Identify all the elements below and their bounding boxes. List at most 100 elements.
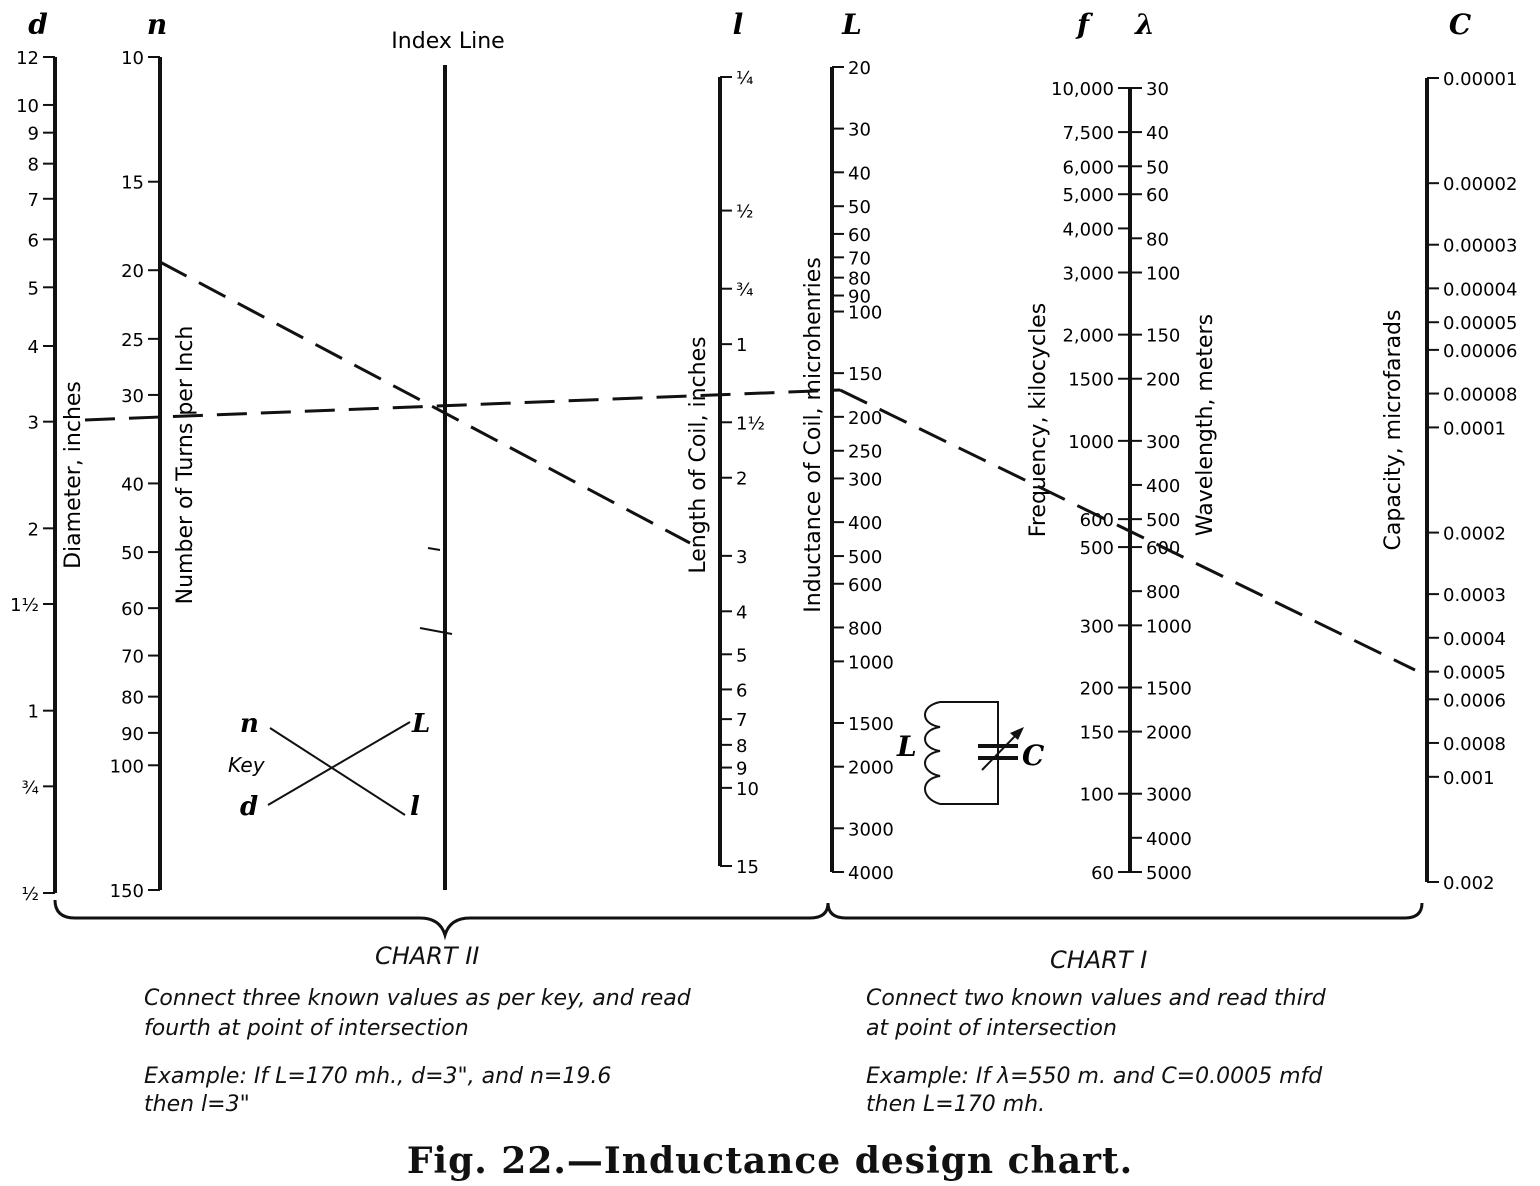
chart2-example-1: Example: If L=170 mh., d=3", and n=19.6 xyxy=(144,1064,612,1089)
key-L-label: L xyxy=(411,709,430,739)
axis-f-tick-label: 4,000 xyxy=(1062,219,1114,240)
axis-n-tick-label: 100 xyxy=(110,756,144,777)
axis-f-tick-label: 60 xyxy=(1091,863,1114,884)
axis-C-tick-label: 0.00006 xyxy=(1443,341,1517,362)
brace-chart1 xyxy=(826,902,1424,920)
axis-lambda-tick-label: 200 xyxy=(1146,370,1180,391)
axis-d-tick-label: ½ xyxy=(22,884,39,905)
axis-L-tick-label: 30 xyxy=(848,120,871,141)
axis-d-tick-label: ¾ xyxy=(22,777,39,798)
axis-L-tick-label: 1000 xyxy=(848,652,894,673)
axis-f-tick-label: 1000 xyxy=(1068,432,1114,453)
key-n-label: n xyxy=(240,709,259,739)
axis-L-tick-label: 4000 xyxy=(848,863,894,884)
lc-circuit-diagram: L C xyxy=(896,701,1045,805)
chart1-instruction-2: at point of intersection xyxy=(866,1016,1117,1041)
axis-L-tick-label: 150 xyxy=(848,364,882,385)
axis-L-tick-label: 2000 xyxy=(848,758,894,779)
axis-lambda-tick-label: 1500 xyxy=(1146,678,1192,699)
axis-l-tick-label: 5 xyxy=(736,645,747,666)
index-line-title: Index Line xyxy=(391,29,504,54)
axis-L-tick-label: 100 xyxy=(848,303,882,324)
axis-d-tick-label: 4 xyxy=(28,337,39,358)
axis-d-tick-label: 7 xyxy=(28,190,39,211)
axis-l-tick-label: 15 xyxy=(736,857,759,878)
axis-f-tick-label: 10,000 xyxy=(1051,79,1114,100)
chart2-instruction-1: Connect three known values as per key, a… xyxy=(144,986,691,1011)
axis-lambda-tick-label: 3000 xyxy=(1146,785,1192,806)
axis-n-tick-label: 20 xyxy=(121,261,144,282)
axis-C-tick-label: 0.00008 xyxy=(1443,385,1517,406)
axis-L-letter: L xyxy=(841,8,862,41)
axis-L-tick-label: 600 xyxy=(848,575,882,596)
axis-C-tick-label: 0.00005 xyxy=(1443,313,1517,334)
example-line-chart2-b xyxy=(84,388,841,422)
axis-l-tick-label: 7 xyxy=(736,710,747,731)
chart1-title: CHART I xyxy=(1050,946,1148,974)
axis-f-tick-label: 600 xyxy=(1080,510,1114,531)
coil-icon xyxy=(924,701,941,805)
axis-L-tick-label: 50 xyxy=(848,197,871,218)
axis-C: 0.000010.000020.000030.000040.000050.000… xyxy=(1381,8,1517,894)
axis-f-tick-label: 300 xyxy=(1080,616,1114,637)
axis-d-tick-label: 12 xyxy=(16,48,39,69)
axis-lambda: 3040506080100150200300400500600800100015… xyxy=(1130,8,1218,884)
axis-lambda-tick-label: 2000 xyxy=(1146,723,1192,744)
axis-l-letter: l xyxy=(733,8,744,41)
axis-n-letter: n xyxy=(147,8,167,41)
axis-C-tick-label: 0.0008 xyxy=(1443,734,1506,755)
index-line: Index Line xyxy=(391,29,505,890)
axis-n-tick-label: 80 xyxy=(121,688,144,709)
axis-l-tick-label: ½ xyxy=(736,202,753,223)
axis-n-tick-label: 30 xyxy=(121,386,144,407)
circuit-C-label: C xyxy=(1022,739,1045,772)
axis-lambda-tick-label: 500 xyxy=(1146,510,1180,531)
axis-C-tick-label: 0.001 xyxy=(1443,768,1495,789)
axis-l-tick-label: 8 xyxy=(736,736,747,757)
axis-f-title: Frequency, kilocycles xyxy=(1026,303,1051,537)
axis-lambda-tick-label: 300 xyxy=(1146,432,1180,453)
axis-l-tick-label: 6 xyxy=(736,680,747,701)
axis-n-tick-label: 25 xyxy=(121,330,144,351)
axis-L-tick-label: 90 xyxy=(848,287,871,308)
axis-f-tick-label: 150 xyxy=(1080,723,1114,744)
circuit-L-label: L xyxy=(896,730,917,763)
axis-C-tick-label: 0.0001 xyxy=(1443,418,1506,439)
axis-C-tick-label: 0.00002 xyxy=(1443,174,1517,195)
axis-d-tick-label: 1 xyxy=(28,702,39,723)
axis-L-tick-label: 1500 xyxy=(848,714,894,735)
axis-f-tick-label: 1500 xyxy=(1068,370,1114,391)
axis-C-tick-label: 0.0003 xyxy=(1443,585,1506,606)
axis-n-tick-label: 150 xyxy=(110,881,144,902)
axis-lambda-tick-label: 50 xyxy=(1146,157,1169,178)
axis-f-tick-label: 2,000 xyxy=(1062,326,1114,347)
example-line-chart2-a xyxy=(159,260,691,545)
axis-lambda-tick-label: 1000 xyxy=(1146,616,1192,637)
axis-n-tick-label: 15 xyxy=(121,173,144,194)
axis-L-tick-label: 20 xyxy=(848,58,871,79)
key-d-label: d xyxy=(240,792,258,822)
axis-C-tick-label: 0.0002 xyxy=(1443,524,1506,545)
key-diagram: n Key d L l xyxy=(228,709,430,822)
axis-d-tick-label: 5 xyxy=(28,278,39,299)
axis-n-tick-label: 70 xyxy=(121,647,144,668)
axis-l-tick-label: 2 xyxy=(736,469,747,490)
axis-lambda-title: Wavelength, meters xyxy=(1193,314,1218,536)
axis-L-tick-label: 500 xyxy=(848,547,882,568)
axis-L-tick-label: 40 xyxy=(848,163,871,184)
axis-n-tick-label: 90 xyxy=(121,724,144,745)
axis-C-title: Capacity, microfarads xyxy=(1381,310,1406,551)
axis-lambda-tick-label: 5000 xyxy=(1146,863,1192,884)
axis-lambda-tick-label: 100 xyxy=(1146,264,1180,285)
variable-capacitor-icon xyxy=(978,727,1024,771)
axis-L-tick-label: 300 xyxy=(848,469,882,490)
axis-d-tick-label: 2 xyxy=(28,519,39,540)
axis-d-tick-label: 1½ xyxy=(10,595,39,616)
axis-L-tick-label: 250 xyxy=(848,442,882,463)
axis-L-tick-label: 80 xyxy=(848,269,871,290)
